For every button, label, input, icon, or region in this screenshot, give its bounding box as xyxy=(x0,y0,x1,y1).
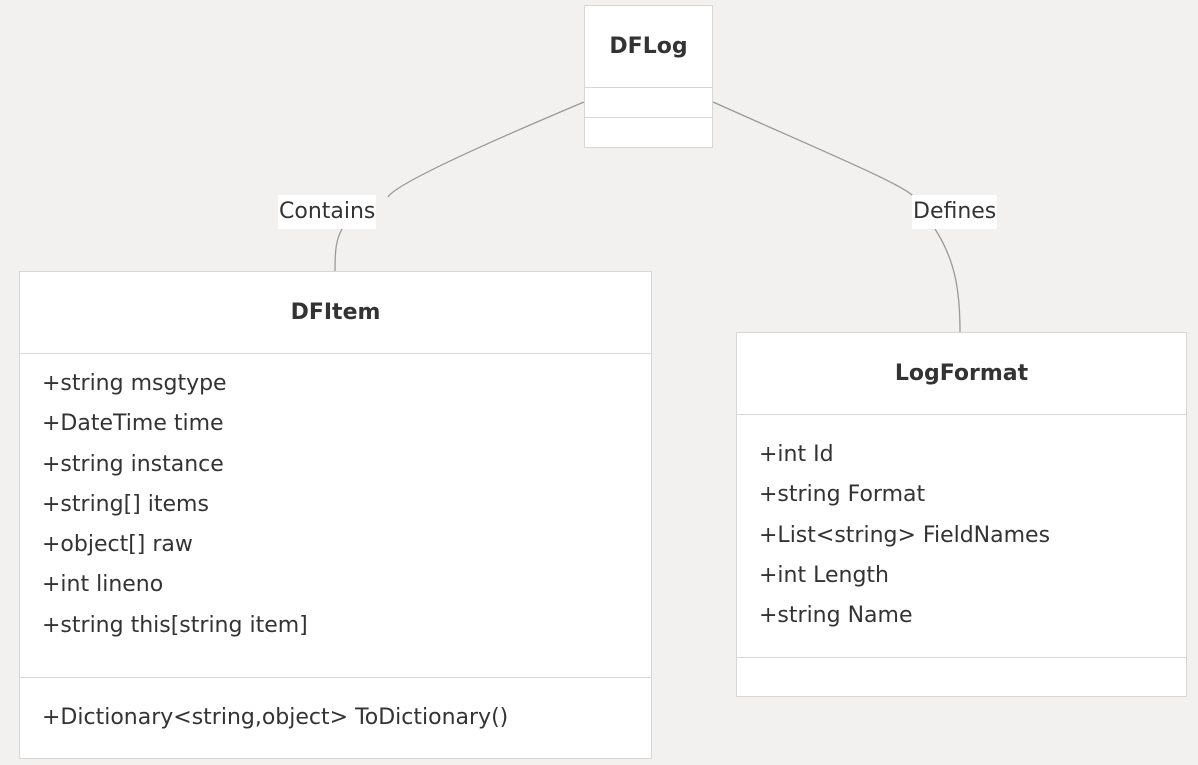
class-dflog[interactable]: DFLog xyxy=(584,5,713,148)
edge-label-contains: Contains xyxy=(278,195,377,229)
class-name: DFLog xyxy=(585,6,712,88)
attribute: +string Format xyxy=(759,482,926,508)
attribute: +string instance xyxy=(42,451,224,477)
class-name: DFItem xyxy=(20,272,651,354)
edge-label-defines: Defines xyxy=(912,195,998,229)
attribute: +string Name xyxy=(759,603,913,629)
attributes-section xyxy=(585,88,712,118)
method: +Dictionary<string,object> ToDictionary(… xyxy=(42,705,509,730)
attributes-section: +string msgtype +DateTime time +string i… xyxy=(20,354,651,678)
methods-section: +Dictionary<string,object> ToDictionary(… xyxy=(20,678,651,758)
class-logformat[interactable]: LogFormat +int Id +string Format +List<s… xyxy=(736,332,1187,697)
edge-dflog-dfitem xyxy=(334,101,585,272)
methods-section xyxy=(585,118,712,148)
attribute: +List<string> FieldNames xyxy=(759,522,1051,548)
methods-section xyxy=(737,658,1186,698)
class-dfitem[interactable]: DFItem +string msgtype +DateTime time +s… xyxy=(19,271,652,759)
class-name: LogFormat xyxy=(737,333,1186,415)
attribute: +string this[string item] xyxy=(42,612,308,638)
attribute: +string msgtype xyxy=(42,371,227,396)
attribute: +int Id xyxy=(759,442,834,467)
edge-dflog-logformat xyxy=(712,101,961,333)
attribute: +object[] raw xyxy=(42,532,193,558)
attribute: +int Length xyxy=(759,562,889,588)
attribute: +int lineno xyxy=(42,572,164,598)
attributes-section: +int Id +string Format +List<string> Fie… xyxy=(737,415,1186,658)
attribute: +string[] items xyxy=(42,491,209,517)
attribute: +DateTime time xyxy=(42,411,224,437)
